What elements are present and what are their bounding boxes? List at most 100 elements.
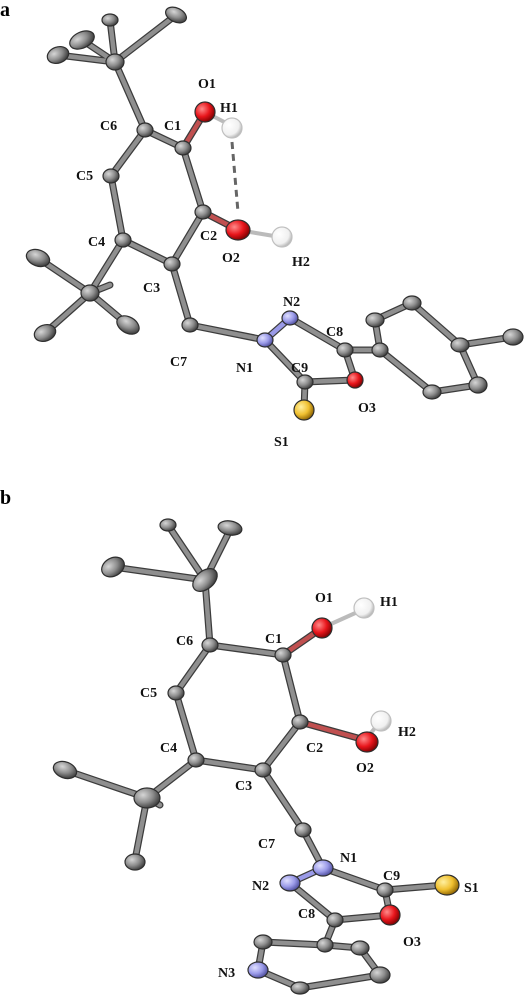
atom-label: O3 bbox=[358, 401, 376, 416]
atom-label: N1 bbox=[236, 361, 253, 376]
atom-carbon bbox=[116, 315, 140, 335]
atom-carbon-c7 bbox=[181, 317, 199, 333]
atom-carbon bbox=[25, 248, 51, 268]
atom-label: C1 bbox=[265, 632, 282, 647]
atom-oxygen-o3 bbox=[346, 371, 364, 389]
atom-carbon bbox=[101, 556, 125, 578]
atom-label: O1 bbox=[198, 77, 216, 92]
atom-carbon bbox=[450, 337, 470, 353]
atom-carbon-c1 bbox=[274, 647, 292, 663]
atom-label: H1 bbox=[380, 595, 398, 610]
atom-hydrogen-h2 bbox=[370, 710, 392, 732]
atom-hydrogen-h2 bbox=[271, 226, 293, 248]
atom-carbon-c9 bbox=[296, 374, 314, 390]
atom-nitrogen-n2 bbox=[279, 874, 301, 892]
atom-carbon-c7 bbox=[294, 822, 312, 838]
panel-a-bonds-fill bbox=[35, 12, 516, 413]
atom-label: O3 bbox=[403, 935, 421, 950]
atom-hydrogen-h1 bbox=[353, 597, 375, 619]
atom-carbon bbox=[350, 940, 370, 956]
atom-nitrogen-n2 bbox=[281, 310, 299, 326]
atom-carbon bbox=[192, 568, 218, 592]
atom-carbon bbox=[46, 45, 70, 65]
atom-carbon-c3 bbox=[163, 256, 181, 272]
atom-hydrogen-h1 bbox=[221, 117, 243, 139]
hydrogen-bond bbox=[230, 141, 240, 213]
atom-label: S1 bbox=[464, 881, 479, 896]
atom-label: O2 bbox=[356, 761, 374, 776]
atom-carbon bbox=[33, 323, 57, 343]
atom-label: C9 bbox=[383, 869, 400, 884]
atom-label: N1 bbox=[340, 851, 357, 866]
atom-label: N3 bbox=[218, 966, 235, 981]
atom-carbon bbox=[101, 13, 119, 27]
atom-label: C6 bbox=[176, 634, 193, 649]
atom-label: C5 bbox=[76, 169, 93, 184]
panel-b-atoms bbox=[52, 518, 460, 995]
atom-carbon-c5 bbox=[102, 168, 120, 184]
atom-carbon-c2 bbox=[291, 714, 309, 730]
atom-carbon bbox=[371, 342, 389, 358]
atom-label: C5 bbox=[140, 686, 157, 701]
atom-label: N2 bbox=[283, 295, 300, 310]
panel-b-labels: O1 H1 C6 C1 C5 C2 H2 O2 C4 C3 C7 N1 C9 S… bbox=[140, 591, 479, 981]
panel-a-labels: O1 H1 C1 C6 C5 C2 O2 H2 C4 C3 N2 C8 C7 N… bbox=[76, 77, 376, 450]
atom-carbon bbox=[52, 760, 78, 780]
atom-nitrogen-n1 bbox=[256, 332, 274, 348]
atom-label: O2 bbox=[222, 251, 240, 266]
atom-label: O1 bbox=[315, 591, 333, 606]
atom-label: H2 bbox=[398, 725, 416, 740]
atom-carbon bbox=[80, 284, 100, 302]
atom-nitrogen-n3 bbox=[247, 961, 269, 979]
atom-carbon-c9 bbox=[376, 882, 394, 898]
atom-nitrogen-n1 bbox=[312, 859, 334, 877]
atom-label: H2 bbox=[292, 255, 310, 270]
atom-carbon bbox=[69, 30, 95, 50]
panel-a: a bbox=[0, 0, 524, 450]
atom-carbon-c6 bbox=[136, 122, 154, 138]
atom-label: C2 bbox=[200, 229, 217, 244]
atom-label: C4 bbox=[88, 235, 105, 250]
atom-label: C8 bbox=[326, 325, 343, 340]
atom-carbon-c1 bbox=[174, 140, 192, 156]
atom-label: C8 bbox=[298, 907, 315, 922]
atom-label: C9 bbox=[291, 361, 308, 376]
atom-label: C2 bbox=[306, 741, 323, 756]
atom-label: C6 bbox=[100, 119, 117, 134]
panel-b: b bbox=[0, 487, 479, 995]
atom-carbon bbox=[165, 6, 187, 24]
atom-label: C1 bbox=[164, 119, 181, 134]
atom-sulfur-s1 bbox=[293, 399, 315, 421]
atom-carbon bbox=[290, 981, 310, 995]
atom-label: C7 bbox=[170, 355, 187, 370]
atom-label: S1 bbox=[274, 435, 289, 450]
atom-carbon bbox=[133, 787, 161, 809]
atom-label: C3 bbox=[143, 281, 160, 296]
atom-carbon bbox=[105, 53, 125, 71]
atom-oxygen-o2 bbox=[225, 219, 251, 241]
atom-label: N2 bbox=[252, 879, 269, 894]
atom-carbon-c4 bbox=[114, 232, 132, 248]
atom-carbon bbox=[253, 934, 273, 950]
atom-carbon bbox=[316, 937, 334, 953]
panel-a-label: a bbox=[0, 0, 10, 21]
atom-carbon-c3 bbox=[254, 762, 272, 778]
atom-carbon-c2 bbox=[194, 204, 212, 220]
atom-carbon bbox=[422, 384, 442, 400]
atom-label: C3 bbox=[235, 779, 252, 794]
atom-carbon bbox=[365, 312, 385, 328]
atom-label: C7 bbox=[258, 837, 275, 852]
atom-carbon bbox=[124, 853, 146, 871]
atom-carbon bbox=[468, 376, 488, 394]
atom-oxygen-o3 bbox=[379, 904, 401, 926]
atom-carbon-c4 bbox=[187, 752, 205, 768]
atom-label: H1 bbox=[220, 101, 238, 116]
panel-a-atoms bbox=[25, 6, 524, 421]
atom-sulfur-s1 bbox=[434, 874, 460, 896]
atom-carbon bbox=[369, 966, 391, 984]
atom-label: C4 bbox=[160, 741, 177, 756]
atom-carbon-c5 bbox=[167, 685, 185, 701]
atom-carbon bbox=[502, 328, 524, 346]
atom-oxygen-o2 bbox=[355, 731, 379, 753]
